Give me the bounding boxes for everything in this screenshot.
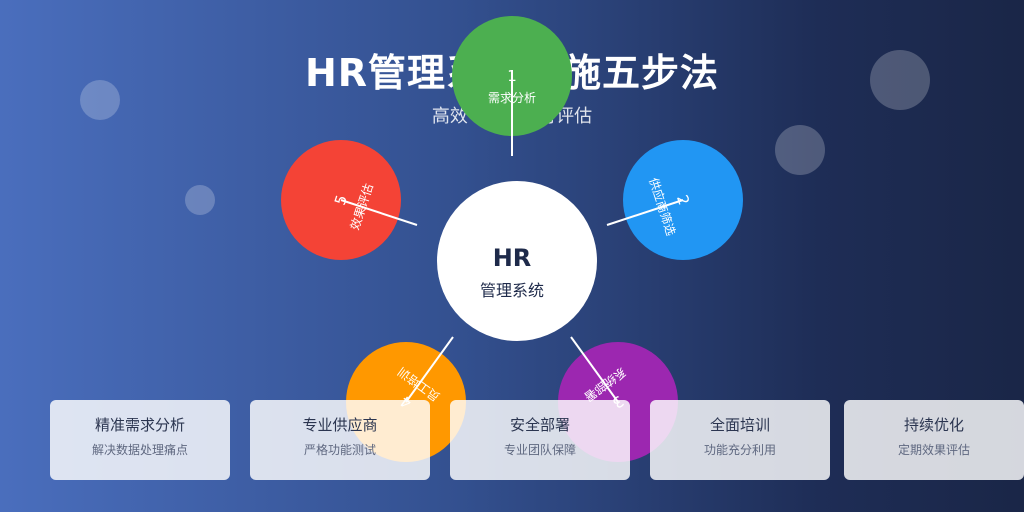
center-circle	[437, 181, 597, 341]
decor-bubble	[870, 50, 930, 110]
card-optimization[interactable]: 持续优化 定期效果评估	[844, 400, 1024, 480]
decor-bubble	[185, 185, 215, 215]
card-desc: 功能充分利用	[703, 443, 776, 457]
decor-bubble	[80, 80, 120, 120]
connector-line-5	[340, 199, 418, 226]
card-needs-analysis[interactable]: 精准需求分析 解决数据处理痛点	[50, 400, 230, 480]
card-title: 安全部署	[509, 416, 570, 434]
card-desc: 严格功能测试	[303, 443, 376, 457]
center-subtitle: 管理系统	[480, 281, 544, 300]
card-title: 专业供应商	[302, 416, 378, 434]
connector-line-4	[405, 336, 454, 403]
decor-bubble	[775, 125, 825, 175]
card-desc: 定期效果评估	[897, 443, 970, 457]
card-title: 持续优化	[903, 416, 964, 434]
card-desc: 解决数据处理痛点	[91, 443, 188, 457]
card-title: 精准需求分析	[94, 416, 185, 434]
card-desc: 专业团队保障	[503, 443, 576, 457]
connector-line-3	[570, 336, 619, 403]
center-node: HR 管理系统	[437, 181, 597, 341]
card-vendor[interactable]: 专业供应商 严格功能测试	[250, 400, 430, 480]
card-title: 全面培训	[709, 416, 770, 434]
card-training[interactable]: 全面培训 功能充分利用	[650, 400, 830, 480]
card-deployment[interactable]: 安全部署 专业团队保障	[450, 400, 630, 480]
connector-line-2	[606, 199, 684, 226]
center-title: HR	[493, 244, 532, 272]
